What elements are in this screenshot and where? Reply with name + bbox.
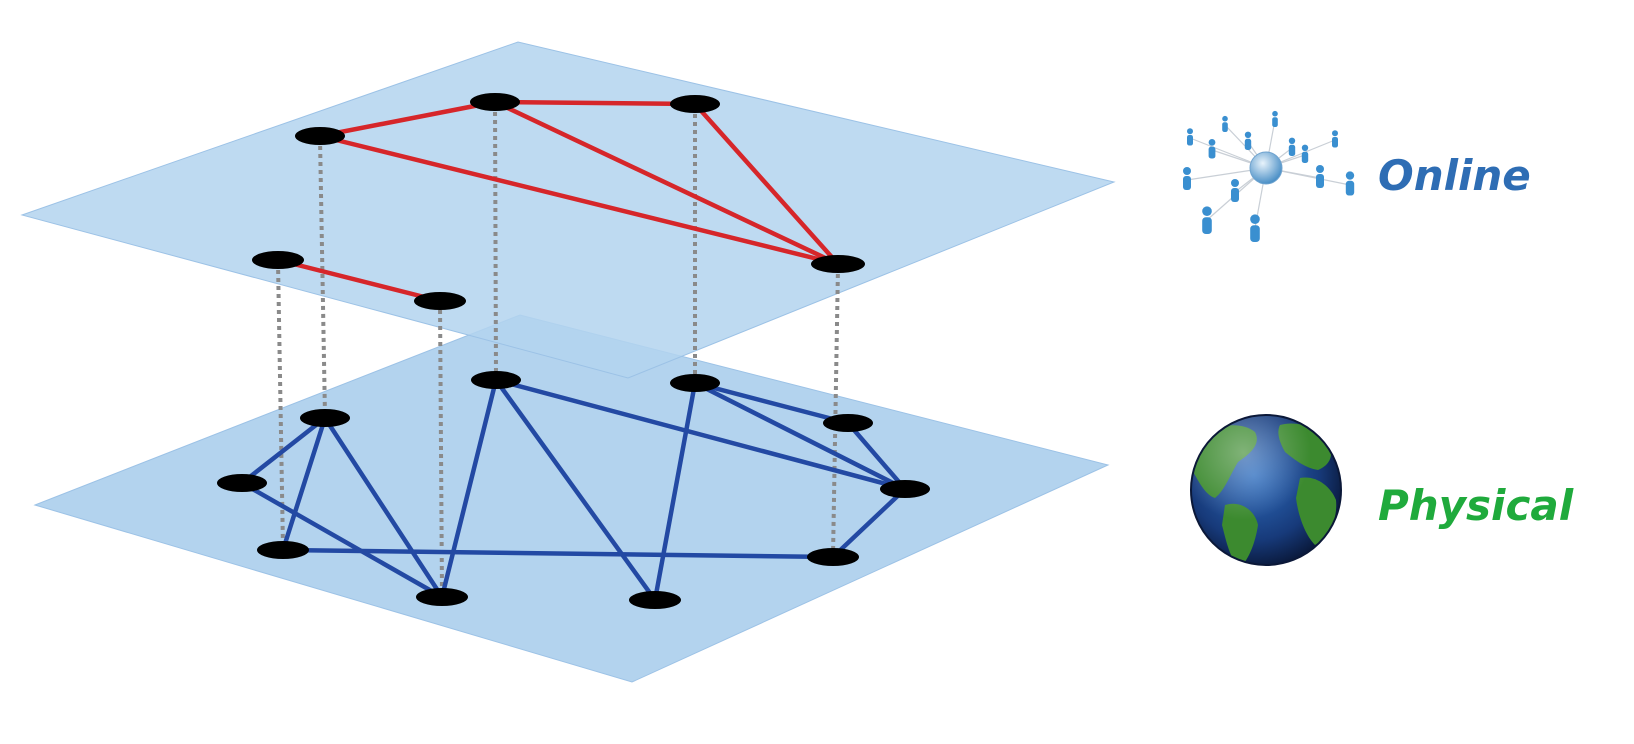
online-nodes xyxy=(252,93,865,310)
physical-node xyxy=(670,374,720,392)
online-edge xyxy=(492,99,841,267)
online-node xyxy=(252,251,304,269)
people-network-icon xyxy=(1183,110,1355,242)
physical-node xyxy=(257,541,309,559)
interlayer-links xyxy=(276,103,840,596)
physical-plane xyxy=(33,314,1110,683)
interlayer-link xyxy=(438,301,444,596)
physical-edge xyxy=(322,415,445,600)
physical-edge xyxy=(439,377,499,600)
interlayer-link xyxy=(831,265,840,557)
physical-node xyxy=(416,588,468,606)
physical-edge xyxy=(493,377,658,603)
physical-edge xyxy=(692,380,851,426)
online-edge xyxy=(692,101,841,267)
online-edge xyxy=(492,99,698,107)
online-node xyxy=(470,93,520,111)
online-edge xyxy=(275,257,443,304)
physical-node xyxy=(823,414,873,432)
physical-edge xyxy=(280,415,328,553)
online-edges xyxy=(275,99,841,304)
online-node xyxy=(670,95,720,113)
physical-edge xyxy=(239,415,328,486)
physical-edge xyxy=(493,377,908,492)
online-plane xyxy=(20,41,1116,379)
online-edge xyxy=(317,133,841,267)
online-layer-label: Online xyxy=(1378,151,1531,200)
online-edge xyxy=(317,99,498,139)
physical-edges xyxy=(239,377,908,603)
physical-edge xyxy=(692,380,908,492)
online-node xyxy=(295,127,345,145)
physical-edge xyxy=(239,480,445,600)
online-node xyxy=(414,292,466,310)
physical-layer-label: Physical xyxy=(1378,481,1574,530)
physical-edge xyxy=(845,420,908,492)
globe-icon xyxy=(1190,414,1342,566)
physical-edge xyxy=(830,486,908,560)
physical-node xyxy=(880,480,930,498)
physical-nodes xyxy=(217,371,930,609)
physical-node xyxy=(629,591,681,609)
physical-node xyxy=(300,409,350,427)
interlayer-link xyxy=(318,137,327,417)
physical-node xyxy=(217,474,267,492)
physical-node xyxy=(471,371,521,389)
physical-edge xyxy=(652,380,698,603)
physical-node xyxy=(807,548,859,566)
online-node xyxy=(811,255,865,273)
physical-edge xyxy=(280,547,836,560)
interlayer-link xyxy=(493,103,498,379)
